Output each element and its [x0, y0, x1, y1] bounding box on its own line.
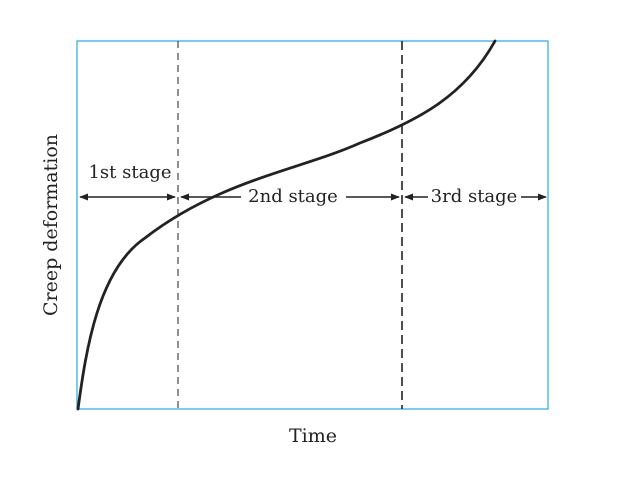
x-axis-label: Time — [289, 425, 337, 447]
creep-curve — [76, 39, 497, 411]
plot-frame — [76, 40, 549, 410]
stage-2-label: 2nd stage — [248, 186, 338, 207]
y-axis-label: Creep deformation — [40, 134, 62, 316]
stage-1-label: 1st stage — [88, 162, 171, 183]
stage-3-label: 3rd stage — [431, 186, 518, 207]
